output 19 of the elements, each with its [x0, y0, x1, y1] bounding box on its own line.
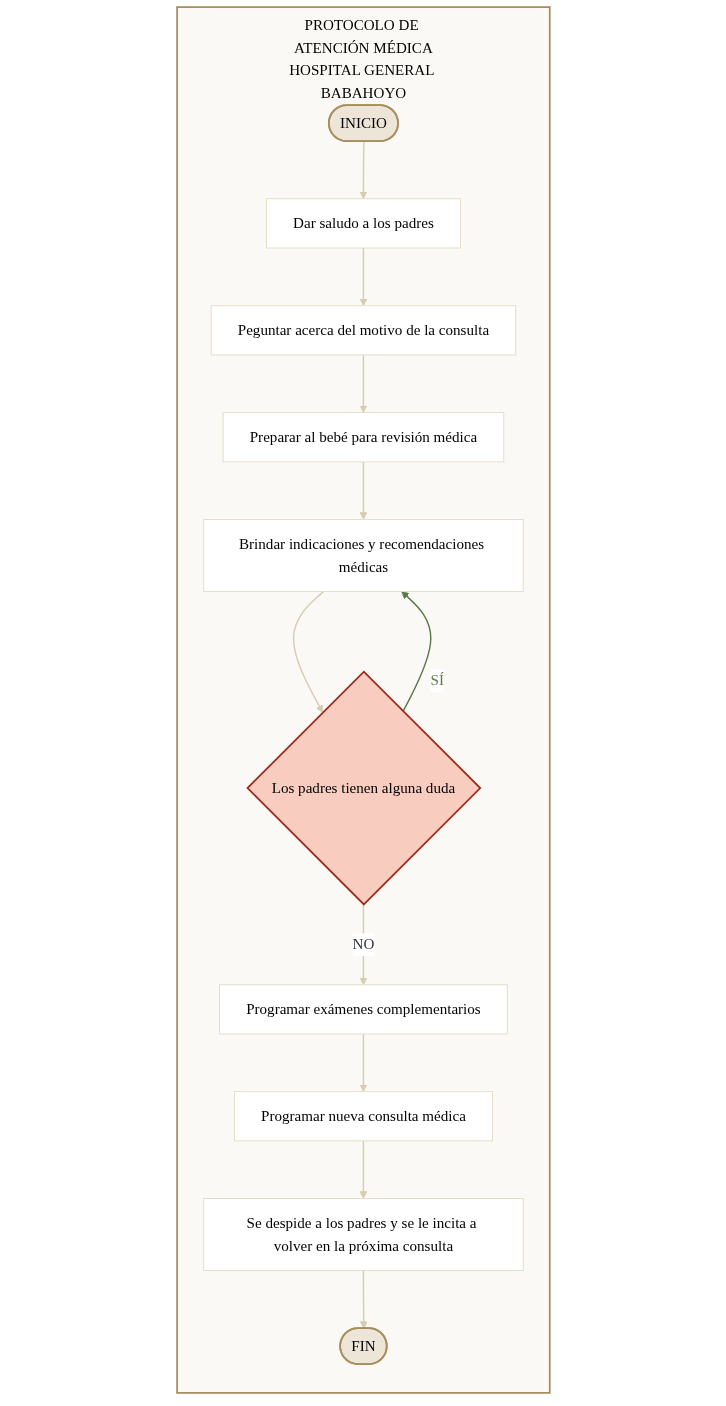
- node-box: Programar nueva consulta médica: [233, 1091, 493, 1142]
- arrow: [359, 1033, 367, 1092]
- node-box: Brindar indicaciones y recomendaciones médicas: [202, 519, 524, 592]
- arrow: [359, 247, 367, 307]
- node-box: Programar exámenes complementarios: [218, 984, 508, 1035]
- arrow: [359, 140, 367, 200]
- node-box: Se despide a los padres y se le incita a volver en la próxima consulta: [202, 1198, 524, 1271]
- node-box: Dar saludo a los padres: [265, 198, 461, 249]
- edge-label: NO: [352, 935, 374, 953]
- arrow: [292, 590, 324, 713]
- arrow: [359, 354, 367, 413]
- edge-label: SÍ: [430, 671, 444, 689]
- arrow: [359, 461, 367, 520]
- arrow: [359, 903, 367, 986]
- node-box: Preparar al bebé para revisión médica: [222, 412, 504, 463]
- arrow: [359, 1269, 368, 1329]
- arrow: [400, 591, 432, 713]
- arrow: [359, 1140, 367, 1199]
- node-box: Peguntar acerca del motivo de la consulta: [210, 305, 516, 356]
